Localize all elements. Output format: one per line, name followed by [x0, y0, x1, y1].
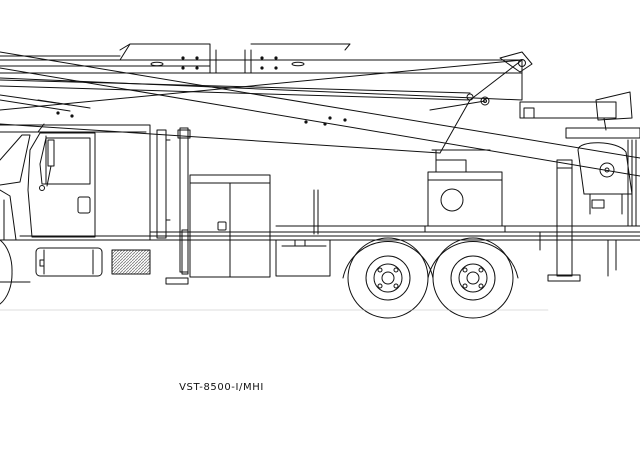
outrigger-front: [166, 128, 190, 284]
turret-pedestal: [425, 150, 505, 232]
rear-outrigger: [540, 160, 580, 281]
chassis-frame: [0, 226, 640, 282]
jib-winch: [520, 92, 640, 138]
boom-slots: [151, 62, 304, 66]
toolbox-compartment: [190, 175, 330, 277]
material-handler-bucket: [578, 140, 636, 226]
model-caption: VST-8500-I/MHI: [179, 382, 264, 393]
cab: [0, 124, 170, 240]
tandem-wheel-front: [343, 238, 433, 318]
boom-rivets: [56, 111, 347, 126]
boom-lift-cylinder: [0, 80, 473, 111]
boom-bolt-pattern: [181, 56, 278, 70]
main-boom-tube: [0, 52, 640, 176]
cab-door: [28, 133, 95, 237]
battery-box: [112, 250, 150, 274]
tandem-wheel-rear: [428, 238, 518, 318]
upper-boom: [0, 44, 522, 100]
hood-front: [0, 190, 16, 240]
fuel-tank: [36, 248, 102, 276]
side-mirror: [40, 140, 55, 191]
front-wheel: [0, 240, 12, 304]
windshield: [0, 135, 30, 185]
